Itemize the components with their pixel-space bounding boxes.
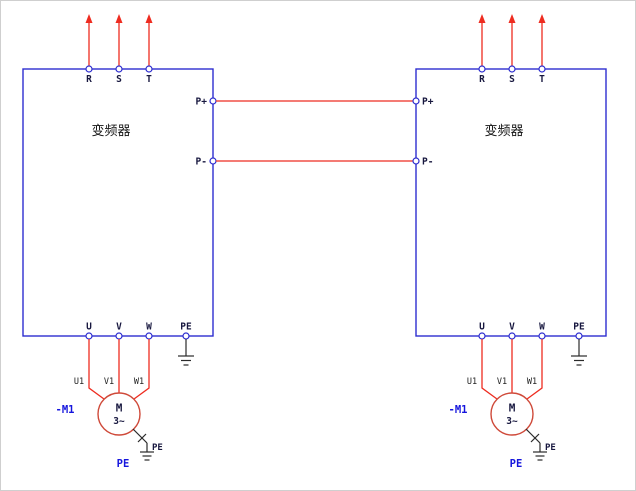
terminal-circle-r: [85, 65, 93, 73]
pe-ground-label: PE: [117, 458, 130, 470]
terminal-circle-p-plus: [209, 97, 217, 105]
supply-arrow-icon: [508, 14, 516, 23]
wire-label-w1: W1: [527, 377, 537, 387]
supply-arrow-icon: [85, 14, 93, 23]
terminal-circle-v: [115, 332, 123, 340]
wire-label-u1: U1: [74, 377, 84, 387]
motor-circle: [97, 392, 141, 436]
terminal-label-p-plus: P+: [422, 97, 434, 108]
pe-slash-mark: [137, 433, 147, 443]
inverter-right: 变频器 R S T P+ P- U V W PE U1 V1 W1 M 3~ -…: [412, 14, 607, 470]
wire-label-u1: U1: [467, 377, 477, 387]
terminal-label-w: W: [146, 322, 152, 333]
terminal-circle-p-minus: [412, 157, 420, 165]
motor-phase: 3~: [506, 416, 518, 427]
terminal-circle-s: [508, 65, 516, 73]
terminal-label-s: S: [509, 74, 515, 85]
motor-pe-conductor: [525, 428, 541, 444]
terminal-circle-p-minus: [209, 157, 217, 165]
ground-icon: [178, 355, 194, 366]
motor-circle: [490, 392, 534, 436]
terminal-circle-p-plus: [412, 97, 420, 105]
terminal-label-w: W: [539, 322, 545, 333]
motor-pe-tag: PE: [152, 443, 163, 453]
inverter-left: 变频器 R S T P+ P- U V W PE U1 V1 W1 M 3~ -…: [22, 14, 217, 470]
terminal-circle-u: [85, 332, 93, 340]
wire-label-w1: W1: [134, 377, 144, 387]
terminal-circle-w: [145, 332, 153, 340]
terminal-label-r: R: [479, 74, 485, 85]
motor-pe-tag: PE: [545, 443, 556, 453]
supply-arrow-icon: [145, 14, 153, 23]
motor-symbol: M: [509, 402, 516, 415]
ground-icon: [571, 355, 587, 366]
terminal-label-v: V: [509, 322, 515, 333]
pe-ground-label: PE: [510, 458, 523, 470]
terminal-circle-v: [508, 332, 516, 340]
terminal-circle-s: [115, 65, 123, 73]
motor-wire-u: [481, 339, 498, 400]
motor-ref: -M1: [56, 404, 75, 416]
ground-icon: [140, 451, 154, 461]
terminal-label-t: T: [146, 74, 152, 85]
terminal-circle-pe: [182, 332, 190, 340]
terminal-label-pe: PE: [180, 322, 192, 333]
motor-symbol: M: [116, 402, 123, 415]
supply-arrow-icon: [115, 14, 123, 23]
motor-wire-w: [133, 339, 150, 400]
terminal-label-p-minus: P-: [196, 157, 207, 168]
supply-arrow-icon: [538, 14, 546, 23]
terminal-label-u: U: [479, 322, 485, 333]
motor-wire-w: [526, 339, 543, 400]
dc-bus: [216, 100, 413, 162]
terminal-label-u: U: [86, 322, 92, 333]
inverter-box: [415, 68, 607, 337]
inverter-title: 变频器: [484, 123, 523, 139]
wire-label-v1: V1: [497, 377, 507, 387]
motor-pe-conductor: [132, 428, 148, 444]
terminal-label-s: S: [116, 74, 122, 85]
supply-arrow-icon: [478, 14, 486, 23]
inverter-title: 变频器: [91, 123, 130, 139]
terminal-circle-pe: [575, 332, 583, 340]
pe-slash-mark: [530, 433, 540, 443]
terminal-label-p-minus: P-: [422, 157, 433, 168]
motor-ref: -M1: [449, 404, 468, 416]
ground-icon: [533, 451, 547, 461]
wire-label-v1: V1: [104, 377, 114, 387]
terminal-circle-u: [478, 332, 486, 340]
terminal-label-pe: PE: [573, 322, 585, 333]
motor-phase: 3~: [113, 416, 125, 427]
inverter-box: [22, 68, 214, 337]
terminal-circle-t: [538, 65, 546, 73]
terminal-label-t: T: [539, 74, 545, 85]
terminal-label-v: V: [116, 322, 122, 333]
motor-wire-u: [88, 339, 105, 400]
terminal-circle-w: [538, 332, 546, 340]
terminal-label-r: R: [86, 74, 92, 85]
terminal-circle-t: [145, 65, 153, 73]
terminal-label-p-plus: P+: [196, 97, 208, 108]
terminal-circle-r: [478, 65, 486, 73]
